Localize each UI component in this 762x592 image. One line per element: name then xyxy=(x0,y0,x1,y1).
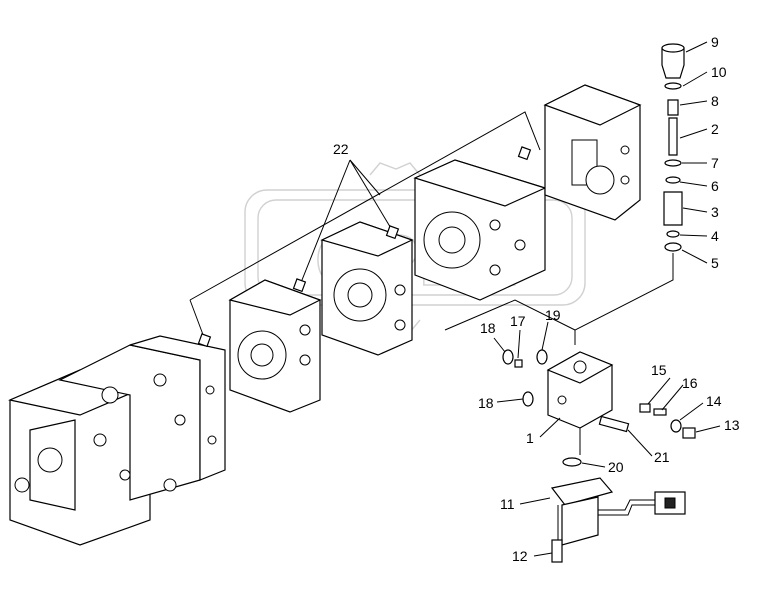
callout-17: 17 xyxy=(510,313,526,329)
oring-19 xyxy=(536,349,548,365)
valve-parts-stack xyxy=(574,43,685,455)
callout-8: 8 xyxy=(711,93,719,109)
callout-22: 22 xyxy=(333,141,349,157)
callout-3: 3 xyxy=(711,204,719,220)
plug-13 xyxy=(682,427,696,439)
sleeve-3 xyxy=(663,191,683,226)
oring-18b xyxy=(522,391,534,407)
plug-22-d xyxy=(197,333,212,348)
callout-11: 11 xyxy=(500,496,515,512)
oring-10 xyxy=(664,82,682,90)
valve-section-3 xyxy=(413,159,547,301)
plug-leader-lines xyxy=(189,111,541,348)
ring-6 xyxy=(665,176,681,184)
callout-15: 15 xyxy=(651,362,667,378)
ring-5 xyxy=(664,242,682,252)
spring-16 xyxy=(653,408,667,416)
solenoid-block xyxy=(546,351,614,429)
callout-5: 5 xyxy=(711,255,719,271)
callout-10: 10 xyxy=(711,64,727,80)
callout-13: 13 xyxy=(724,417,740,433)
oring-18a xyxy=(502,349,514,365)
callout-1: 1 xyxy=(526,430,534,446)
callout-21: 21 xyxy=(654,449,670,465)
callout-20: 20 xyxy=(608,459,624,475)
oring-14 xyxy=(670,419,682,433)
callout-18b: 18 xyxy=(478,395,494,411)
end-cover xyxy=(543,84,642,221)
callout-4: 4 xyxy=(711,228,719,244)
callout-16: 16 xyxy=(682,375,698,391)
oring-20 xyxy=(562,457,582,467)
callout-9: 9 xyxy=(711,34,719,50)
solenoid-valve xyxy=(550,477,686,546)
valve-section-2 xyxy=(320,221,414,356)
fitting-15 xyxy=(639,403,651,413)
callout-19: 19 xyxy=(545,307,561,323)
plug-22-b xyxy=(385,225,400,240)
plug-22-a xyxy=(517,146,532,161)
bolt-12 xyxy=(551,539,563,563)
callout-2: 2 xyxy=(711,121,719,137)
callout-6: 6 xyxy=(711,178,719,194)
main-valve-assembly xyxy=(8,335,226,546)
callout-7: 7 xyxy=(711,155,719,171)
callout-18a: 18 xyxy=(480,320,496,336)
ring-4 xyxy=(666,230,680,238)
bolt-21 xyxy=(598,415,630,433)
valve-section-1 xyxy=(228,279,322,413)
plug-22-c xyxy=(292,278,307,293)
callout-labels: 9 10 8 2 7 6 3 4 5 22 18 17 19 18 15 16 … xyxy=(333,34,740,564)
ring-7 xyxy=(664,159,682,167)
callout-12: 12 xyxy=(512,548,528,564)
callout-leaders xyxy=(493,41,721,557)
callout-14: 14 xyxy=(706,393,722,409)
spring-8 xyxy=(667,99,679,116)
plug-17 xyxy=(514,359,523,368)
spool-2 xyxy=(668,117,678,156)
